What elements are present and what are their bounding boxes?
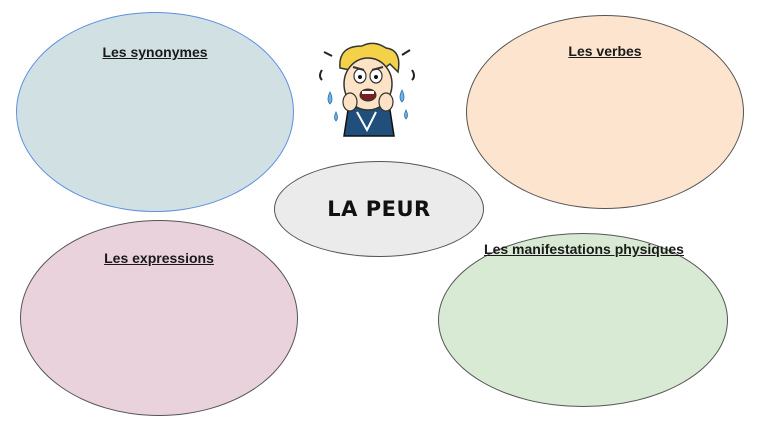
bubble-title-synonymes: Les synonymes	[102, 44, 208, 60]
bubble-synonymes: Les synonymes	[16, 12, 294, 212]
bubble-expressions: Les expressions	[20, 220, 298, 416]
bubble-title-manifestations: Les manifestations physiques	[484, 241, 684, 257]
bubble-manifestations: Les manifestations physiques	[438, 233, 728, 407]
center-bubble: LA PEUR	[274, 161, 484, 257]
center-title: LA PEUR	[327, 197, 431, 221]
bubble-title-verbes: Les verbes	[568, 43, 642, 59]
bubble-verbes: Les verbes	[466, 15, 744, 209]
scared-cartoon-face-icon	[319, 42, 415, 137]
bubble-title-expressions: Les expressions	[104, 250, 214, 266]
